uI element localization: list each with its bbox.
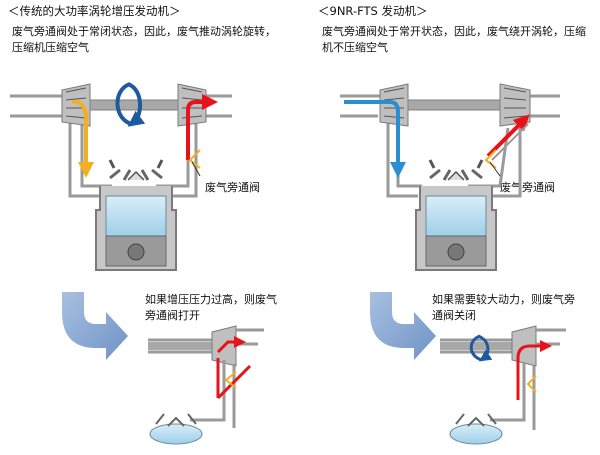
left-rotation-icon	[115, 82, 146, 127]
left-title: ＜传统的大功率涡轮增压发动机＞	[8, 4, 181, 18]
left-turbine-housing	[61, 83, 91, 127]
right-title: ＜9NR-FTS 发动机＞	[318, 4, 428, 18]
right-piston	[425, 195, 487, 237]
right-transition-arrow	[370, 292, 436, 360]
left-sub-caption-line1: 如果增压压力过高，则废气	[145, 293, 277, 306]
right-description-line1: 废气旁通阀处于常开状态，因此，废气绕开涡轮，压缩	[322, 25, 586, 38]
right-intake-flow-arrow	[344, 100, 406, 178]
left-description-line2: 压缩机压缩空气	[12, 41, 89, 54]
right-sub-diagram	[440, 325, 566, 445]
left-turbo-shaft	[89, 99, 179, 111]
left-engine-block	[95, 159, 177, 271]
left-sub-caption-line2: 旁通阀打开	[145, 309, 200, 322]
right-sub-caption-line2: 通阀关闭	[432, 309, 476, 322]
left-description-line1: 废气旁通阀处于常闭状态，因此，废气推动涡轮旋转，	[12, 25, 276, 38]
left-wastegate-valve	[188, 149, 201, 169]
right-rotation-icon	[469, 334, 493, 362]
left-piston	[105, 195, 167, 237]
right-description-line2: 机不压缩空气	[322, 41, 388, 54]
left-boost-flow-arrow	[186, 94, 218, 160]
right-engine-block	[415, 159, 497, 271]
right-wastegate-label: 废气旁通阀	[500, 181, 555, 194]
left-sub-diagram	[148, 325, 264, 445]
left-wastegate-label: 废气旁通阀	[205, 181, 260, 194]
left-engine-diagram	[10, 82, 232, 271]
right-bypass-flow-arrow	[486, 114, 530, 158]
right-turbo-shaft	[407, 99, 501, 111]
right-sub-caption-line1: 如果需要较大动力，则废气旁	[432, 293, 575, 306]
right-engine-diagram	[340, 83, 560, 271]
left-transition-arrow	[62, 292, 128, 360]
left-exhaust-flow-arrow	[71, 99, 94, 178]
right-compressor-housing	[499, 83, 531, 127]
